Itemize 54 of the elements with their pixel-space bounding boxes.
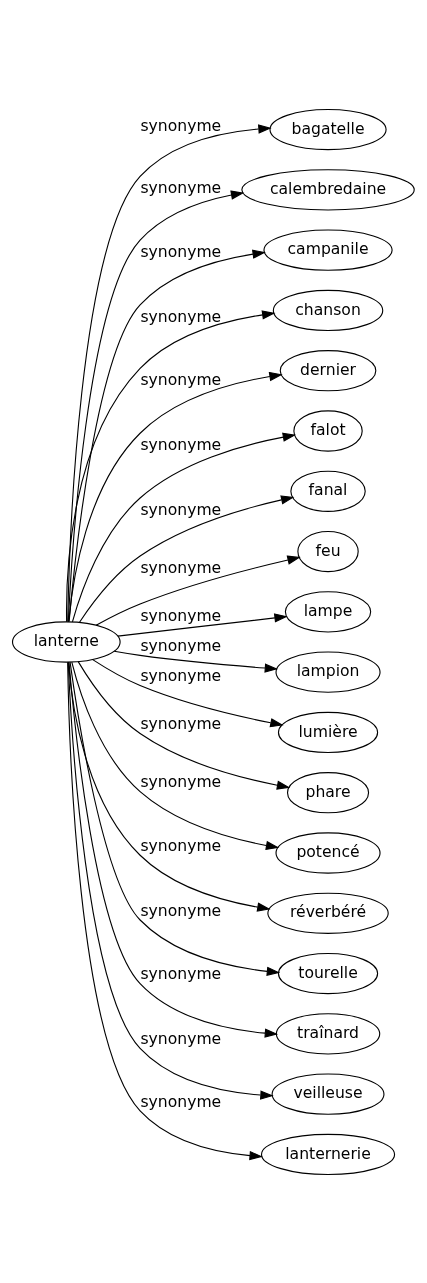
edge-label: synonyme — [140, 901, 222, 920]
edge-label: synonyme — [140, 116, 222, 135]
node-ellipse: dernier — [279, 349, 377, 391]
arrow — [69, 661, 281, 976]
arrow — [67, 661, 274, 1100]
edge-label: synonyme — [140, 836, 222, 855]
arrow — [71, 660, 280, 850]
node-ellipse: tourelle — [277, 952, 379, 994]
edge-label: synonyme — [140, 636, 222, 655]
node-ellipse: calembredaine — [241, 168, 415, 210]
edge-label: synonyme — [140, 666, 222, 685]
arrow — [95, 555, 301, 626]
node-ellipse: falot — [293, 409, 363, 452]
arrow — [68, 371, 283, 622]
arrow — [67, 661, 271, 912]
arrow — [79, 494, 295, 623]
arrow — [77, 660, 291, 790]
node-ellipse: chanson — [272, 289, 384, 331]
edge-label: synonyme — [140, 307, 222, 326]
node-ellipse: réverbéré — [267, 892, 389, 934]
node-ellipse: bagatelle — [269, 108, 387, 150]
arrow — [67, 123, 272, 622]
edge-label: synonyme — [140, 606, 222, 625]
edge-label: synonyme — [140, 1092, 222, 1111]
edge-label: synonyme — [140, 500, 222, 519]
arrow — [66, 309, 276, 622]
node-ellipse: feu — [297, 530, 359, 572]
edge-label: synonyme — [140, 435, 222, 454]
edge-label: synonyme — [140, 178, 222, 197]
node-ellipse: veilleuse — [271, 1073, 385, 1115]
edge-label: synonyme — [140, 370, 222, 389]
node-ellipse: phare — [286, 771, 370, 813]
node-ellipse: campanile — [263, 229, 393, 271]
arrow — [71, 432, 297, 622]
node-ellipse: traînard — [275, 1012, 381, 1054]
edge-label: synonyme — [140, 558, 222, 577]
arrow — [113, 650, 279, 673]
arrow — [67, 661, 263, 1160]
node-ellipse: potencé — [275, 831, 381, 874]
arrow — [92, 658, 284, 727]
arrow — [117, 612, 288, 637]
edge-label: synonyme — [140, 772, 222, 791]
edge-label: synonyme — [140, 714, 222, 733]
node-ellipse: lumière — [277, 711, 379, 753]
arrow — [68, 249, 266, 622]
node-ellipse: lampion — [275, 651, 381, 693]
node-ellipse: fanal — [290, 470, 366, 512]
edge-label: synonyme — [140, 242, 222, 261]
node-ellipse: lampe — [284, 590, 372, 632]
node-ellipse: lanterne — [11, 620, 121, 663]
edge-label: synonyme — [140, 964, 222, 983]
edge-label: synonyme — [140, 1029, 222, 1048]
arrow — [68, 661, 279, 1038]
node-ellipse: lanternerie — [260, 1133, 396, 1175]
